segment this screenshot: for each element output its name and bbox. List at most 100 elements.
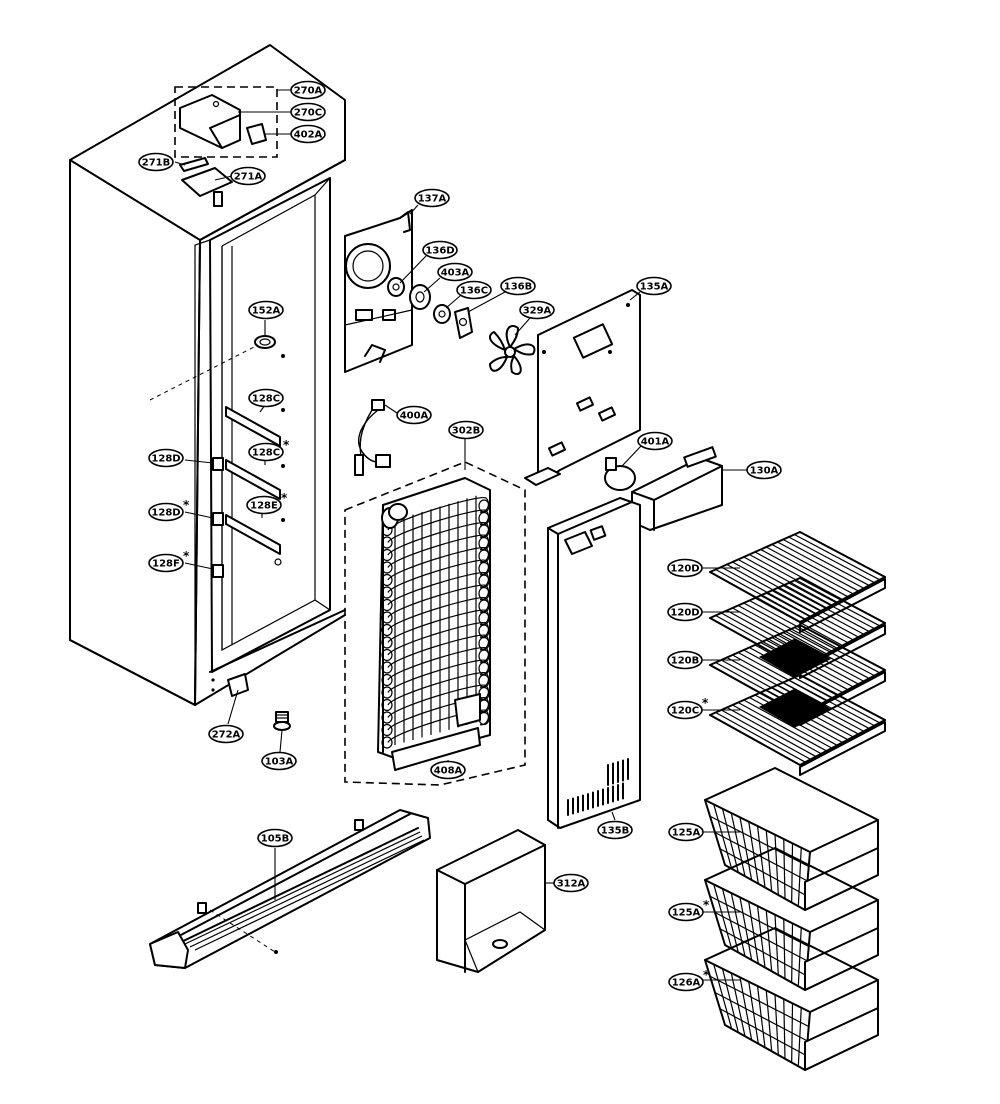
callout-oval bbox=[500, 276, 536, 296]
callout-label: 120B bbox=[671, 656, 700, 667]
callout-128e: 128E* bbox=[246, 491, 288, 515]
star-marker: * bbox=[183, 498, 190, 512]
callout-oval bbox=[208, 724, 244, 744]
refrigerator-cabinet bbox=[69, 44, 346, 706]
evaporator-cover-top bbox=[524, 289, 641, 486]
callout-label: 135A bbox=[640, 282, 669, 293]
callout-137a: 137A bbox=[414, 188, 450, 208]
callout-label: 152A bbox=[252, 306, 281, 317]
leveling-foot bbox=[273, 711, 291, 731]
callout-label: 120C bbox=[671, 706, 699, 717]
callout-label: 302B bbox=[452, 426, 481, 437]
wire-basket bbox=[704, 847, 879, 991]
star-marker: * bbox=[702, 696, 709, 710]
wire-shelf bbox=[708, 577, 887, 679]
callout-label: 400A bbox=[400, 411, 429, 422]
callout-329a: 329A bbox=[519, 300, 555, 320]
callout-120c: 120C* bbox=[667, 696, 709, 720]
callout-label: 271A bbox=[234, 172, 263, 183]
star-marker: * bbox=[703, 898, 710, 912]
callout-125a: 125A bbox=[668, 822, 704, 842]
callout-128f: 128F* bbox=[148, 549, 190, 573]
callout-oval bbox=[148, 502, 184, 522]
callout-label: 135B bbox=[601, 826, 630, 837]
star-marker: * bbox=[281, 491, 288, 505]
callout-label: 270C bbox=[294, 108, 322, 119]
callout-oval bbox=[290, 124, 326, 144]
callout-label: 401A bbox=[641, 437, 670, 448]
callout-label: 329A bbox=[523, 306, 552, 317]
callout-oval bbox=[668, 902, 704, 922]
callout-label: 312A bbox=[557, 879, 586, 890]
lamp-and-cover bbox=[604, 446, 723, 531]
callout-oval bbox=[448, 420, 484, 440]
wire-basket bbox=[704, 767, 879, 911]
callout-label: 120D bbox=[670, 608, 699, 619]
callout-oval bbox=[230, 166, 266, 186]
callout-136c: 136C bbox=[456, 280, 492, 300]
callout-126a: 126A* bbox=[668, 968, 710, 992]
evaporator-cover-bottom bbox=[547, 497, 641, 829]
drain-heater-bar bbox=[149, 809, 431, 969]
callout-oval bbox=[637, 431, 673, 451]
callout-oval bbox=[437, 262, 473, 282]
callout-oval bbox=[248, 442, 284, 462]
callout-oval bbox=[636, 276, 672, 296]
callout-label: 403A bbox=[441, 268, 470, 279]
fan-motor-housing bbox=[344, 209, 413, 373]
callout-136d: 136D bbox=[422, 240, 458, 260]
callout-label: 128D bbox=[151, 454, 180, 465]
callout-152a: 152A bbox=[248, 300, 284, 320]
star-marker: * bbox=[183, 549, 190, 563]
callout-oval bbox=[456, 280, 492, 300]
control-box-group bbox=[174, 86, 278, 158]
freezer-baskets bbox=[704, 767, 879, 1071]
callout-408a: 408A bbox=[430, 760, 466, 780]
callout-label: 103A bbox=[265, 757, 294, 768]
callout-128c: 128C* bbox=[248, 438, 290, 462]
callout-label: 128D bbox=[151, 508, 180, 519]
callout-302b: 302B bbox=[448, 420, 484, 440]
star-marker: * bbox=[283, 438, 290, 452]
callout-403a: 403A bbox=[437, 262, 473, 282]
callout-135b: 135B bbox=[597, 820, 633, 840]
callout-312a: 312A bbox=[553, 873, 589, 893]
callout-label: 272A bbox=[212, 730, 241, 741]
callout-oval bbox=[553, 873, 589, 893]
callout-oval bbox=[746, 460, 782, 480]
callout-128c: 128C bbox=[248, 388, 284, 408]
callout-oval bbox=[248, 388, 284, 408]
callout-271a: 271A bbox=[230, 166, 266, 186]
fan-blade bbox=[489, 325, 536, 375]
callout-label: 105B bbox=[261, 834, 290, 845]
callout-oval bbox=[414, 188, 450, 208]
callout-oval bbox=[257, 828, 293, 848]
callout-oval bbox=[248, 300, 284, 320]
callout-label: 128E bbox=[250, 501, 278, 512]
star-marker: * bbox=[703, 968, 710, 982]
callout-136b: 136B bbox=[500, 276, 536, 296]
wire-basket bbox=[704, 927, 879, 1071]
callout-125a: 125A* bbox=[668, 898, 710, 922]
callout-oval bbox=[138, 152, 174, 172]
callout-label: 408A bbox=[434, 766, 463, 777]
callout-120d: 120D bbox=[667, 602, 703, 622]
evaporator-assembly bbox=[344, 461, 526, 786]
callout-label: 125A bbox=[672, 828, 701, 839]
callout-label: 271B bbox=[142, 158, 171, 169]
callout-271b: 271B bbox=[138, 152, 174, 172]
callout-oval bbox=[519, 300, 555, 320]
callout-oval bbox=[667, 700, 703, 720]
callout-128d: 128D bbox=[148, 448, 184, 468]
callout-oval bbox=[290, 80, 326, 100]
callout-272a: 272A bbox=[208, 724, 244, 744]
callout-oval bbox=[246, 495, 282, 515]
leader-lines bbox=[174, 89, 748, 981]
callout-270a: 270A bbox=[290, 80, 326, 100]
callout-402a: 402A bbox=[290, 124, 326, 144]
callout-label: 125A bbox=[672, 908, 701, 919]
callout-label: 136B bbox=[504, 282, 533, 293]
callout-120b: 120B bbox=[667, 650, 703, 670]
